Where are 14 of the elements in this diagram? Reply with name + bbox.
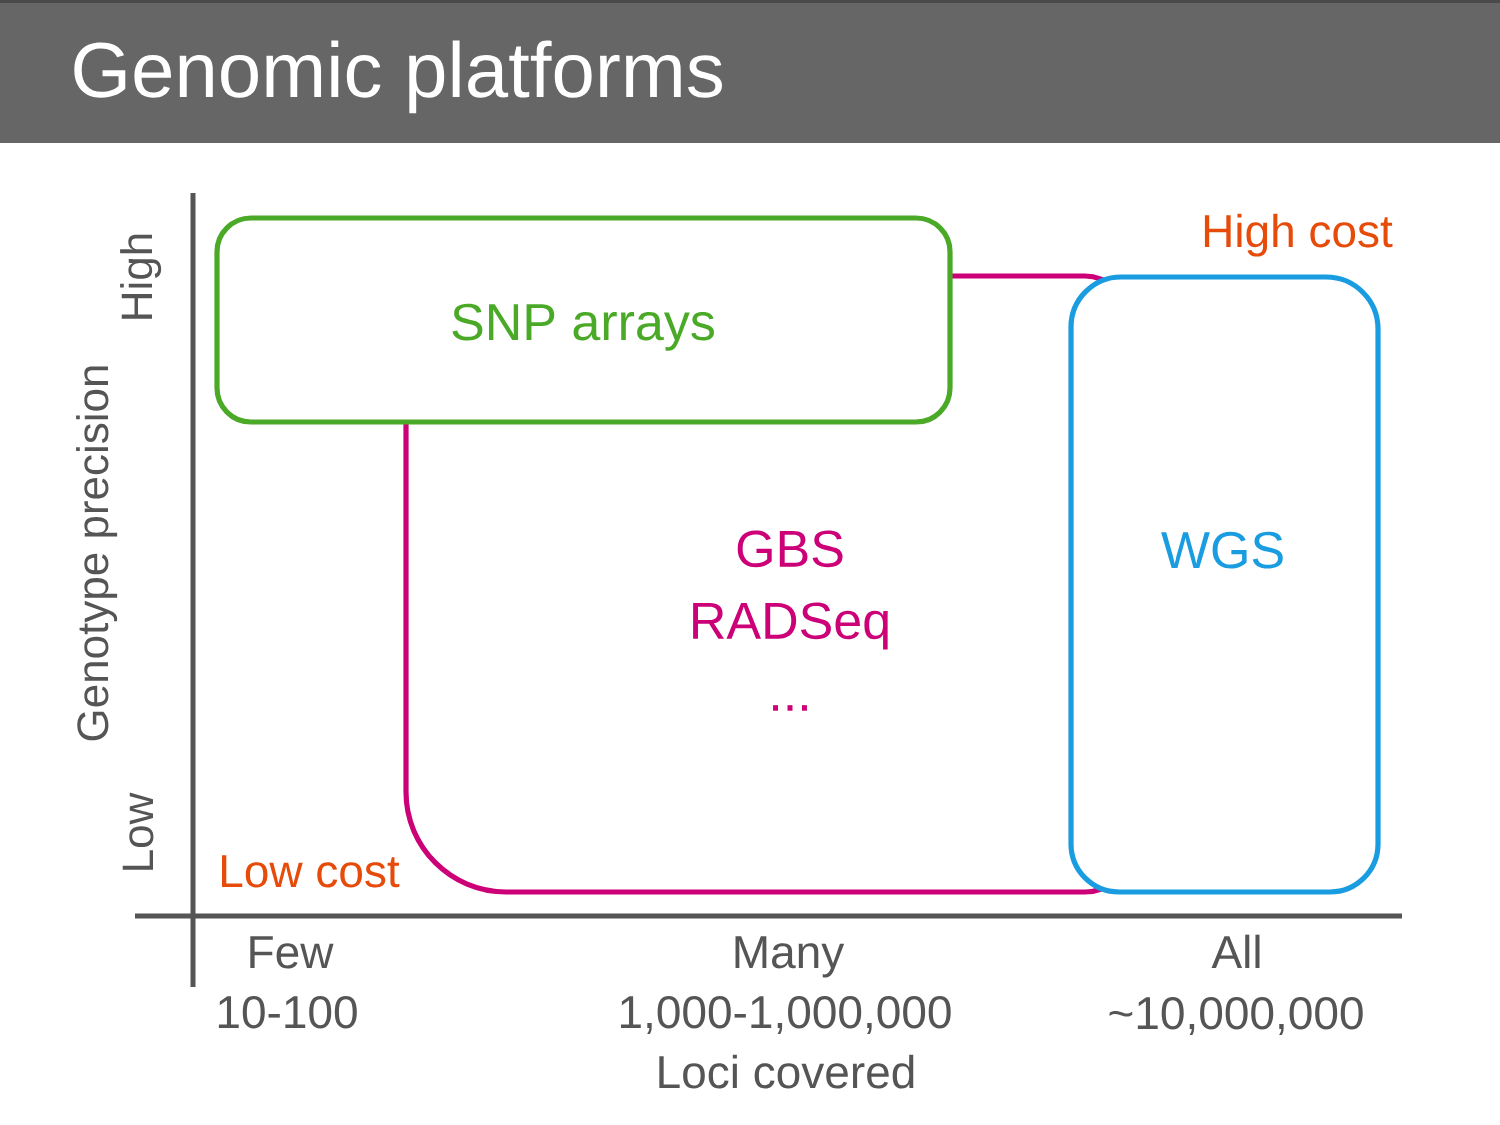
rounded-box: WGS	[1068, 274, 1381, 895]
axis-label: 10-100	[218, 995, 357, 1029]
cost-label: High cost	[1204, 213, 1393, 257]
title-bar: Genomic platforms	[0, 0, 1500, 143]
axis-label: All	[1211, 934, 1260, 968]
axis-label: Few	[250, 936, 334, 969]
axis-label: High	[120, 234, 162, 319]
axis-title: Loci covered	[659, 1054, 914, 1089]
axis-title: Genotype precision	[76, 366, 118, 741]
axis-label: ~10,000,000	[1109, 996, 1363, 1035]
axis-label: Many	[735, 936, 845, 978]
axis-label: Low	[122, 792, 154, 870]
axis-label: 1,000-1,000,000	[621, 995, 951, 1034]
rounded-box: SNP arrays	[214, 215, 953, 425]
